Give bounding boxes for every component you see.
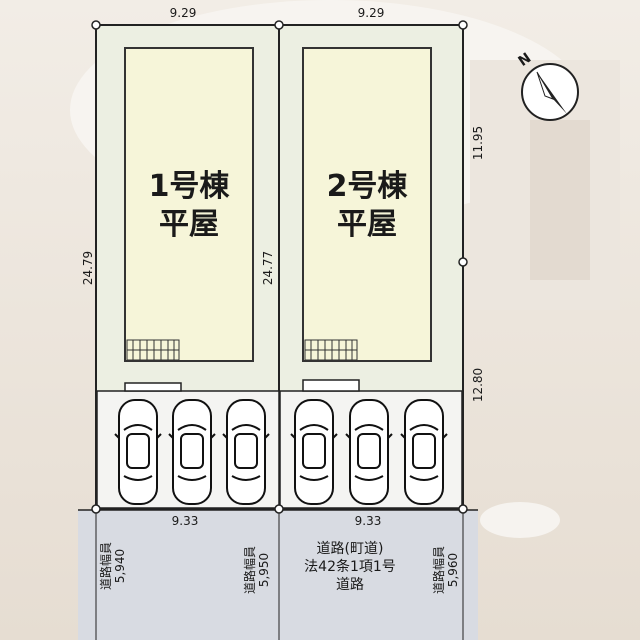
entry-step-2 [302, 379, 360, 392]
lot-1-side-length: 24.79 [81, 250, 95, 286]
road-desc-line1: 道路(町道) [316, 541, 384, 557]
road [78, 510, 478, 640]
lot-1-top-width: 9.29 [169, 6, 197, 20]
car-icon [400, 399, 448, 505]
right-side-lower-length: 12.80 [471, 367, 485, 403]
road-desc-line2: 法42条1項1号 [304, 559, 396, 575]
road-width-right-value: 5,960 [446, 552, 460, 588]
car-icon [222, 399, 270, 505]
road-width-middle-value: 5,950 [257, 552, 271, 588]
road-width-right: 道路幅員 5,960 [432, 546, 460, 594]
road-width-middle-label: 道路幅員 [243, 545, 257, 595]
lot-2-side-length: 24.77 [261, 250, 275, 286]
lot-2-bottom-width: 9.33 [354, 514, 382, 528]
house-1-label: 1号棟 平屋 [149, 168, 230, 244]
road-desc-line3: 道路 [335, 577, 364, 593]
car-icon [168, 399, 216, 505]
parking-cars [114, 399, 448, 505]
house-2-type: 平屋 [337, 207, 397, 242]
lot-2-top-width: 9.29 [357, 6, 385, 20]
house-2-label: 2号棟 平屋 [327, 168, 408, 244]
right-side-upper-length: 11.95 [471, 125, 485, 161]
house-2-name: 2号棟 [326, 169, 408, 204]
lot-1-bottom-width: 9.33 [171, 514, 199, 528]
entry-step-1 [124, 382, 182, 392]
deck-2 [304, 339, 358, 361]
compass-icon [521, 63, 579, 121]
deck-1 [126, 339, 180, 361]
road-width-left: 道路幅員 5,940 [99, 542, 127, 590]
house-1-type: 平屋 [159, 207, 219, 242]
car-icon [345, 399, 393, 505]
car-icon [290, 399, 338, 505]
road-width-middle: 道路幅員 5,950 [243, 546, 271, 594]
road-description: 道路(町道) 法42条1項1号 道路 [304, 540, 396, 594]
road-width-left-label: 道路幅員 [99, 541, 113, 591]
road-width-right-label: 道路幅員 [432, 545, 446, 595]
house-1-name: 1号棟 [148, 169, 230, 204]
house-2-footprint [302, 47, 432, 362]
car-icon [114, 399, 162, 505]
road-width-left-value: 5,940 [113, 548, 127, 584]
survey-points [91, 20, 468, 514]
house-1-footprint [124, 47, 254, 362]
